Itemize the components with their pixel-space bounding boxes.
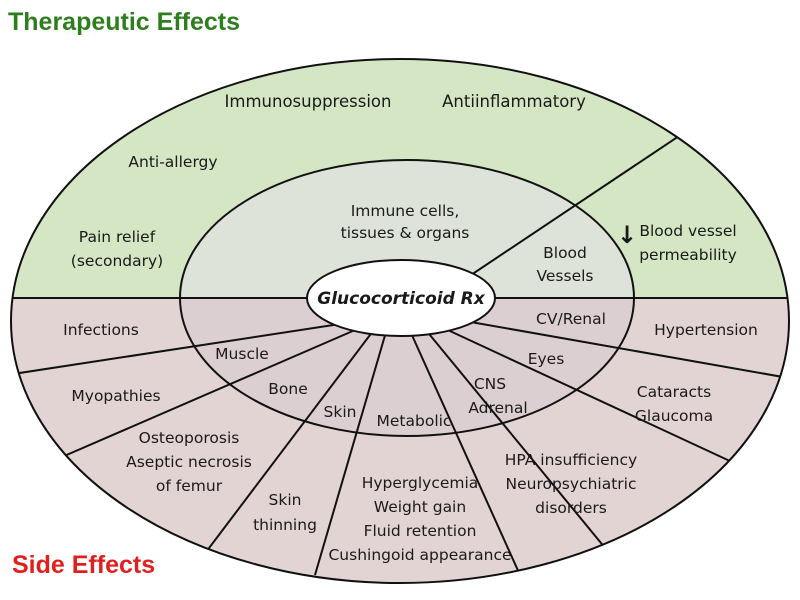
label-infections: Infections — [63, 321, 139, 339]
label-adrenal: Adrenal — [468, 399, 527, 417]
label-skin-inner: Skin — [324, 403, 357, 421]
label-glaucoma: Glaucoma — [635, 407, 713, 425]
label-cns: CNS — [474, 375, 506, 393]
label-bone: Bone — [268, 380, 307, 398]
label-metabolic-inner: Metabolic — [377, 412, 452, 430]
down-arrow-icon: ↓ — [617, 221, 637, 249]
spoke-cv — [447, 317, 789, 381]
label-muscle: Muscle — [215, 345, 269, 363]
outer-ellipse — [10, 58, 790, 584]
label-tissues-organs: tissues & organs — [341, 224, 470, 242]
label-cushingoid: Cushingoid appearance — [328, 546, 511, 564]
label-fluid-retention: Fluid retention — [364, 522, 477, 540]
spoke-myopathies — [54, 326, 363, 461]
spoke-eyes — [436, 324, 761, 476]
label-vessels: Vessels — [536, 267, 593, 285]
label-anti-allergy: Anti-allergy — [128, 153, 217, 171]
label-eyes: Eyes — [528, 350, 565, 368]
center-label: Glucocorticoid Rx — [317, 289, 485, 309]
label-cataracts: Cataracts — [637, 383, 711, 401]
spoke-skin — [314, 331, 387, 576]
label-blood: Blood — [543, 244, 587, 262]
label-disorders: disorders — [535, 499, 607, 517]
label-antiinflammatory: Antiinflammatory — [442, 92, 586, 111]
label-hpa-insufficiency: HPA insufficiency — [505, 451, 637, 469]
therapeutic-effects-title: Therapeutic Effects — [8, 8, 241, 36]
label-aseptic-necrosis: Aseptic necrosis — [126, 453, 252, 471]
label-pain-relief-secondary: (secondary) — [71, 252, 163, 270]
label-of-femur: of femur — [156, 477, 223, 495]
label-hyperglycemia: Hyperglycemia — [362, 474, 479, 492]
label-osteoporosis: Osteoporosis — [139, 429, 240, 447]
spoke-osteoporosis — [199, 330, 374, 561]
side-effects-title: Side Effects — [12, 551, 156, 579]
label-hypertension: Hypertension — [654, 321, 758, 339]
label-thinning: thinning — [253, 516, 317, 534]
label-skin-outer: Skin — [269, 491, 302, 509]
spoke-metabolic — [410, 332, 521, 576]
blood-vessel-divider — [461, 121, 701, 282]
divider-lines — [11, 121, 789, 576]
center-oval — [306, 259, 496, 337]
label-immunosuppression: Immunosuppression — [225, 92, 392, 111]
label-myopathies: Myopathies — [71, 387, 160, 405]
label-neuropsychiatric: Neuropsychiatric — [506, 475, 637, 493]
label-permeability: permeability — [639, 246, 737, 264]
label-blood-vessel: Blood vessel — [639, 222, 736, 240]
spoke-cns — [424, 328, 616, 561]
inner-ellipse — [179, 159, 635, 437]
label-immune-cells: Immune cells, — [351, 202, 460, 220]
label-cv-renal: CV/Renal — [536, 310, 606, 328]
inner-ellipse-fill — [180, 160, 634, 298]
label-pain-relief: Pain relief — [79, 228, 156, 246]
spoke-infections — [11, 321, 354, 377]
label-weight-gain: Weight gain — [374, 498, 466, 516]
inner-ellipse-fill-bottom — [180, 298, 634, 436]
